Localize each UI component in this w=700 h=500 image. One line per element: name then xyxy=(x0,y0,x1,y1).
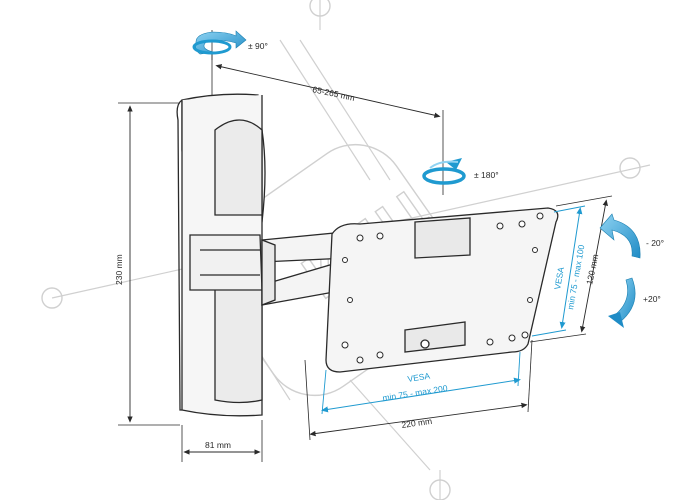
tilt-down-label: +20° xyxy=(643,294,661,304)
vesa-v-title: VESA xyxy=(552,266,566,290)
height-label: 230 mm xyxy=(114,254,124,285)
swing-arm xyxy=(261,231,349,306)
watermark-ring-left xyxy=(41,287,63,309)
plate-height-label: 120 mm xyxy=(584,253,600,285)
vesa-v-range: min 75 - max 100 xyxy=(565,244,586,311)
rotate-arrow-top-icon: ± 90° xyxy=(192,30,268,60)
dimension-base-width: 81 mm xyxy=(181,420,263,462)
plate-width-label: 220 mm xyxy=(401,416,433,430)
tilt-arrow-up-icon: - 20° xyxy=(599,213,664,259)
watermark-ring-right xyxy=(619,157,641,179)
pan-middle-label: ± 180° xyxy=(474,170,499,180)
vesa-h-range: min 75 - max 200 xyxy=(382,383,449,403)
tilt-up-label: - 20° xyxy=(646,238,664,248)
tilt-arrow-down-icon: +20° xyxy=(608,277,661,328)
tv-mounting-plate xyxy=(325,207,559,373)
pan-top-label: ± 90° xyxy=(248,41,268,51)
vesa-h-title: VESA xyxy=(407,370,431,383)
rotate-arrow-middle-icon: ± 180° xyxy=(422,158,499,195)
base-width-label: 81 mm xyxy=(205,440,231,450)
dimension-height: 230 mm xyxy=(114,102,180,426)
wall-plate xyxy=(176,93,266,417)
